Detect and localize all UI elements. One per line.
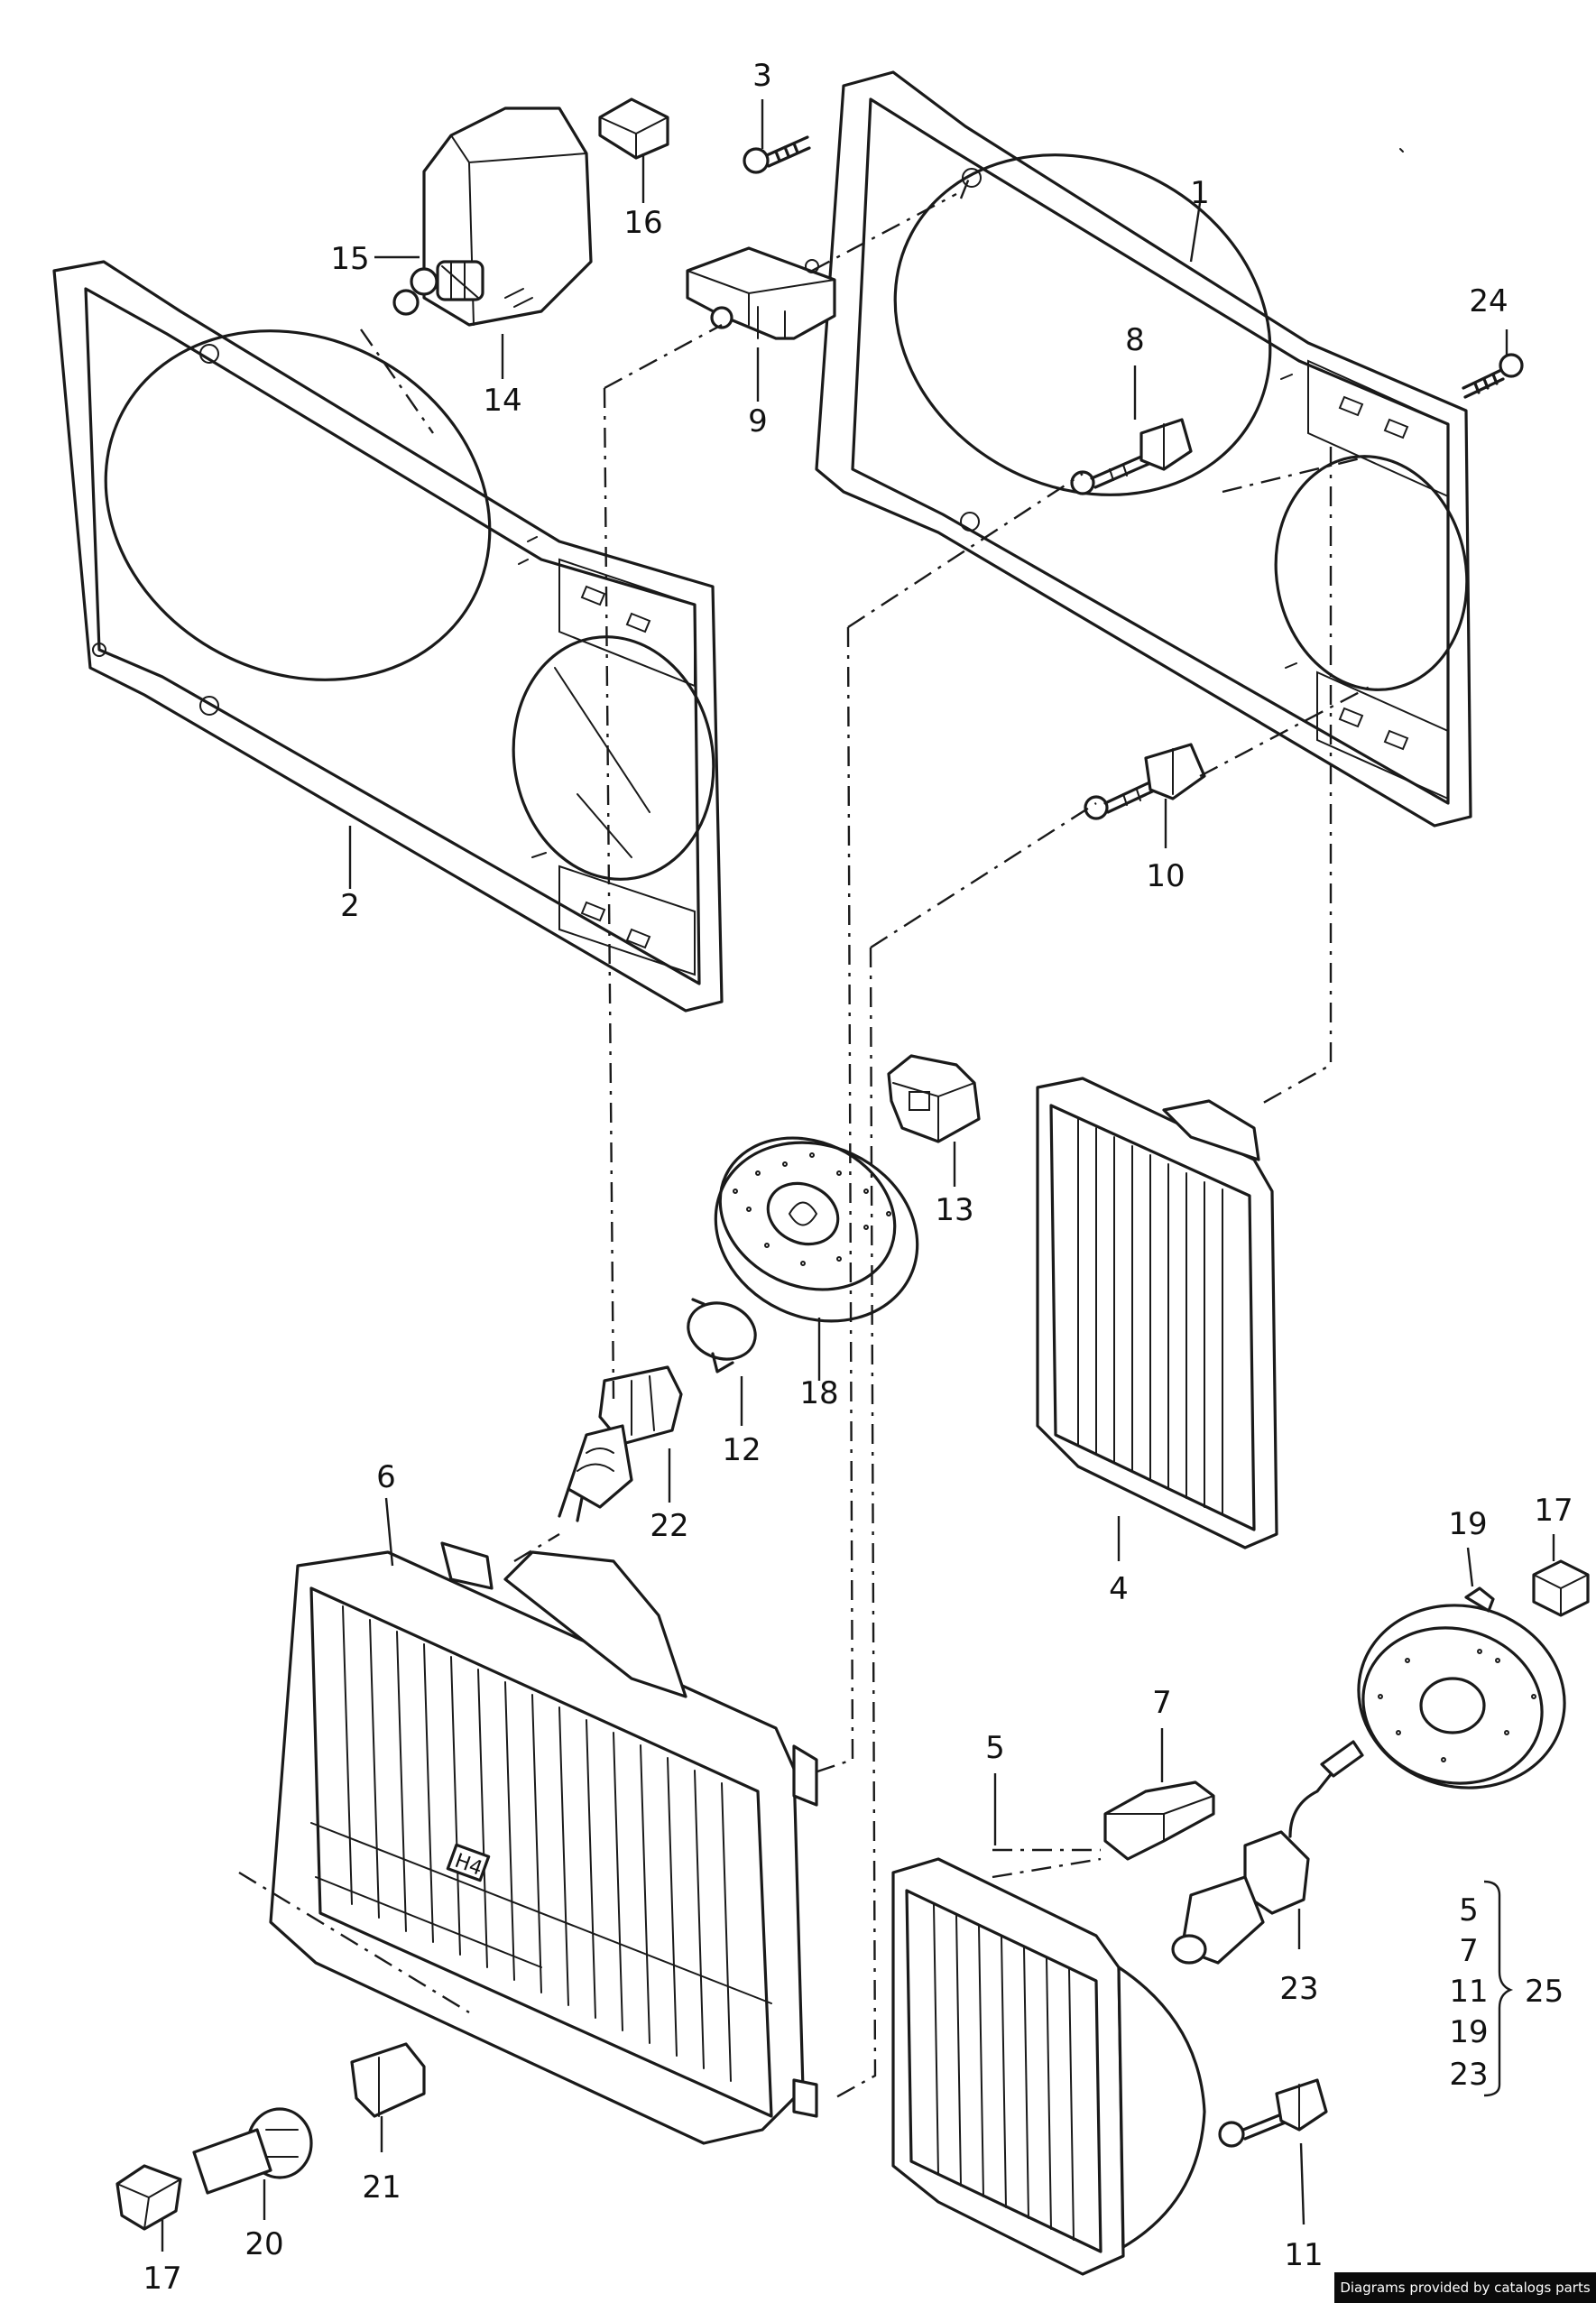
fog-bulb-23 bbox=[1171, 1740, 1364, 1965]
callout-2: 2 bbox=[340, 888, 360, 924]
callout-4: 4 bbox=[1109, 1571, 1129, 1607]
adjusting-screw-10 bbox=[1084, 743, 1206, 820]
headlight-6: H4 bbox=[269, 1541, 818, 2145]
holder-7 bbox=[1103, 1780, 1215, 1861]
clip-16 bbox=[598, 97, 669, 160]
callout-17-upper: 17 bbox=[1534, 1493, 1573, 1529]
callout-5: 5 bbox=[985, 1730, 1005, 1766]
fog-lamp-5 bbox=[891, 1857, 1206, 2276]
callout-10: 10 bbox=[1146, 858, 1185, 894]
kit-item-7: 7 bbox=[1459, 1933, 1479, 1969]
clip-17-lower bbox=[115, 2164, 182, 2231]
callout-7: 7 bbox=[1152, 1685, 1172, 1721]
left-headlight-frame bbox=[52, 260, 724, 1013]
callout-8: 8 bbox=[1125, 322, 1145, 358]
fog-reflector-19 bbox=[1357, 1586, 1566, 1790]
callout-6: 6 bbox=[376, 1459, 396, 1495]
callout-labels: 3 1 24 16 15 14 9 8 10 2 13 18 12 22 4 6… bbox=[143, 58, 1573, 2297]
callout-3: 3 bbox=[752, 58, 772, 94]
screw-3 bbox=[743, 135, 811, 174]
kit-item-23: 23 bbox=[1449, 2057, 1488, 2093]
adjuster-shaft-15 bbox=[392, 260, 484, 316]
retaining-ring-12 bbox=[687, 1298, 757, 1373]
connector-13 bbox=[887, 1054, 981, 1143]
right-headlight-frame bbox=[815, 70, 1472, 828]
callout-20: 20 bbox=[244, 2226, 283, 2262]
callout-19: 19 bbox=[1448, 1506, 1487, 1542]
kit-result-25: 25 bbox=[1525, 1974, 1564, 2010]
kit-item-5: 5 bbox=[1459, 1892, 1479, 1928]
callout-9: 9 bbox=[748, 403, 768, 439]
callout-24: 24 bbox=[1469, 283, 1508, 319]
clip-17-upper bbox=[1532, 1559, 1590, 1617]
lamp-4 bbox=[1036, 1077, 1278, 1549]
callout-22: 22 bbox=[650, 1508, 688, 1544]
callout-21: 21 bbox=[362, 2169, 401, 2206]
callout-13: 13 bbox=[935, 1192, 973, 1228]
kit-item-19: 19 bbox=[1449, 2014, 1488, 2050]
bulb-22 bbox=[558, 1365, 683, 1522]
kit-group: 5 7 11 19 23 25 bbox=[1449, 1880, 1564, 2097]
bulb-holder-20 bbox=[192, 2107, 313, 2195]
callout-1: 1 bbox=[1190, 175, 1210, 211]
callout-12: 12 bbox=[722, 1432, 761, 1468]
screw-24 bbox=[1462, 353, 1524, 399]
reflector-18 bbox=[714, 1136, 919, 1323]
callout-16: 16 bbox=[623, 205, 662, 241]
callout-11: 11 bbox=[1284, 2237, 1323, 2273]
attribution-footer: Diagrams provided by catalogs parts bbox=[1334, 2272, 1596, 2303]
kit-item-11: 11 bbox=[1449, 1974, 1488, 2010]
callout-18: 18 bbox=[799, 1375, 838, 1411]
callout-14: 14 bbox=[483, 383, 521, 419]
bulb-21 bbox=[350, 2042, 426, 2118]
kit-brace bbox=[1483, 1880, 1514, 2097]
leader-lines bbox=[161, 99, 1555, 2252]
assembly-lines bbox=[238, 175, 1372, 2100]
bracket-9 bbox=[686, 246, 836, 340]
adjusting-screw-11 bbox=[1218, 2078, 1328, 2148]
callout-23: 23 bbox=[1279, 1971, 1318, 2007]
callout-15: 15 bbox=[330, 241, 369, 277]
adjusting-screw-8 bbox=[1070, 418, 1193, 495]
callout-17-lower: 17 bbox=[143, 2261, 181, 2297]
